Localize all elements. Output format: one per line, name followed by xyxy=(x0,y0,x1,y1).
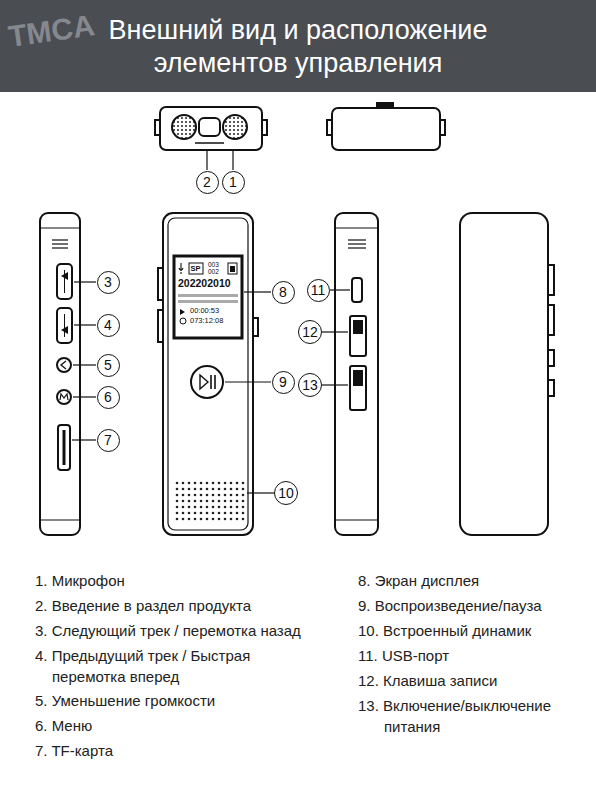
callout-number: 11 xyxy=(307,279,330,302)
legend-item: 4. Предыдущий трек / Быстрая перемотка в… xyxy=(35,645,257,687)
callout-number: 5 xyxy=(97,354,120,377)
legend-item: 9. Воспроизведение/пауза xyxy=(358,595,542,616)
callout-text: 12 xyxy=(302,325,318,339)
callout-number: 4 xyxy=(97,314,120,337)
legend-item: 3. Следующий трек / перемотка назад xyxy=(35,620,301,641)
callout-number: 10 xyxy=(274,481,298,505)
callout-text: 7 xyxy=(104,433,112,447)
legend-item: 11. USB-порт xyxy=(358,645,449,666)
callout-number: 1 xyxy=(222,171,245,194)
callout-number: 2 xyxy=(196,171,219,194)
screen-text: 002 xyxy=(208,268,219,275)
legend-item: 13. Включение/выключение питания xyxy=(358,695,596,737)
callout-text: 13 xyxy=(302,378,318,392)
callout-text: 2 xyxy=(203,175,211,189)
callout-text: 8 xyxy=(279,285,287,299)
legend-item: 10. Встроенный динамик xyxy=(358,620,531,641)
callout-number: 13 xyxy=(298,373,322,397)
screen-text: 073:12:08 xyxy=(190,317,223,325)
screen-text: SP xyxy=(191,265,201,273)
callout-number: 3 xyxy=(97,271,120,294)
callout-number: 8 xyxy=(272,281,295,304)
screen-text: 00:00:53 xyxy=(190,307,219,315)
screen-text: 202202010 xyxy=(178,278,231,290)
title: Внешний вид и расположение элементов упр… xyxy=(40,14,556,80)
callout-text: 1 xyxy=(229,175,237,189)
callout-text: 6 xyxy=(104,390,112,404)
legend-item: 6. Меню xyxy=(35,715,92,736)
callout-text: 3 xyxy=(104,275,112,289)
callout-number: 9 xyxy=(272,371,295,394)
callout-text: 4 xyxy=(104,318,112,332)
legend-item: 1. Микрофон xyxy=(35,570,125,591)
legend-item: 2. Введение в раздел продукта xyxy=(35,595,251,616)
legend-item: 5. Уменьшение громкости xyxy=(35,690,215,711)
screen-text: 003 xyxy=(208,261,219,268)
callout-number: 12 xyxy=(298,320,322,344)
legend-item: 12. Клавиша записи xyxy=(358,670,497,691)
callout-text: 9 xyxy=(279,375,287,389)
callout-number: 7 xyxy=(97,429,120,452)
legend-item: 8. Экран дисплея xyxy=(358,570,479,591)
callout-text: 5 xyxy=(104,358,112,372)
callout-number: 6 xyxy=(97,386,120,409)
callout-text: 10 xyxy=(278,486,294,500)
callout-text: 11 xyxy=(311,283,326,297)
legend-item: 7. TF-карта xyxy=(35,740,113,761)
